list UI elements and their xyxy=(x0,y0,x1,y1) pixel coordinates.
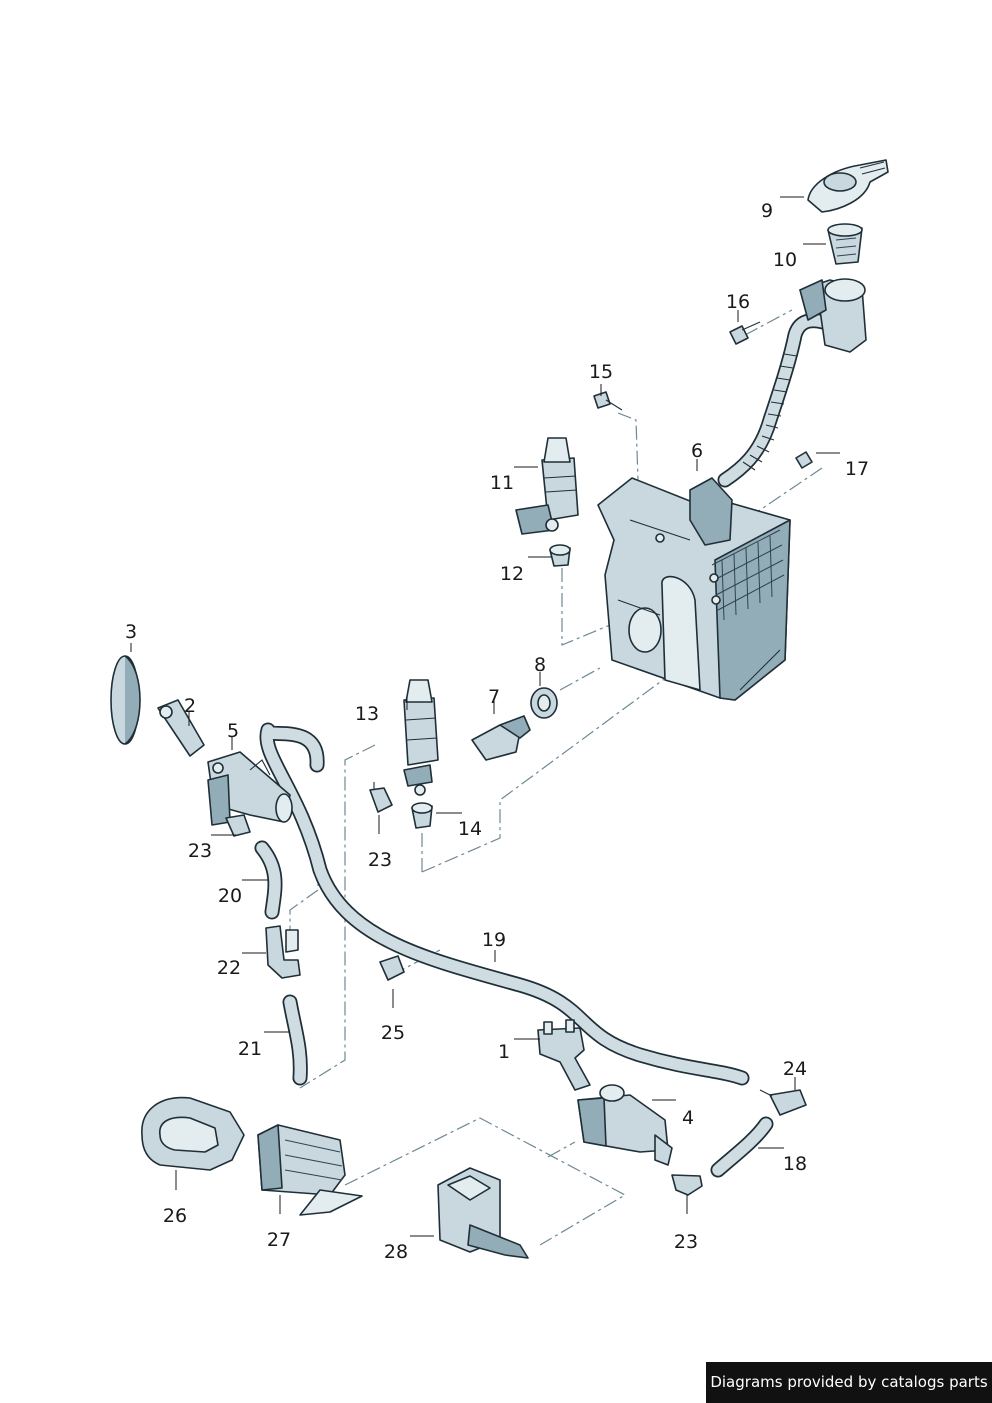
grommet-14 xyxy=(411,802,433,829)
bolt-15 xyxy=(593,391,623,411)
hose-20 xyxy=(254,840,283,920)
washer-pump-13 xyxy=(403,679,439,796)
label-28: 28 xyxy=(384,1241,408,1263)
clip-25 xyxy=(379,955,405,981)
label-26: 26 xyxy=(163,1205,187,1227)
cap-3 xyxy=(110,655,141,745)
label-2: 2 xyxy=(184,695,196,717)
t-piece-22 xyxy=(265,925,301,979)
washer-reservoir xyxy=(597,477,791,701)
label-13: 13 xyxy=(355,703,379,725)
label-16: 16 xyxy=(726,291,750,313)
label-7: 7 xyxy=(488,686,500,708)
control-unit-27 xyxy=(257,1124,363,1216)
level-sensor-7 xyxy=(471,715,531,761)
label-9: 9 xyxy=(761,200,773,222)
bracket-26 xyxy=(141,1096,245,1171)
part-labels: 9 10 16 15 6 17 11 12 3 8 7 2 13 5 14 23… xyxy=(125,200,869,1263)
bolt-16 xyxy=(729,321,761,345)
label-17: 17 xyxy=(845,458,869,480)
elbow-23-lower xyxy=(671,1174,703,1196)
label-4: 4 xyxy=(682,1107,694,1129)
nozzle-2 xyxy=(157,699,205,757)
label-12: 12 xyxy=(500,563,524,585)
leader-lines xyxy=(130,196,840,1237)
label-19: 19 xyxy=(482,929,506,951)
elbow-23-left xyxy=(225,814,251,837)
connector-24 xyxy=(759,1089,807,1116)
washer-jet-5 xyxy=(207,751,293,826)
label-6: 6 xyxy=(691,440,703,462)
label-22: 22 xyxy=(217,957,241,979)
grommet-12 xyxy=(549,544,571,567)
credit-banner: Diagrams provided by catalogs parts xyxy=(706,1362,992,1403)
label-27: 27 xyxy=(267,1229,291,1251)
hose-18 xyxy=(710,1116,774,1178)
hose-21 xyxy=(282,994,308,1086)
connector-1 xyxy=(537,1019,591,1091)
label-25: 25 xyxy=(381,1022,405,1044)
filler-neck xyxy=(717,278,867,488)
washer-pump-11 xyxy=(515,437,579,535)
label-8: 8 xyxy=(534,654,546,676)
label-1: 1 xyxy=(498,1041,510,1063)
label-11: 11 xyxy=(490,472,514,494)
valve-4 xyxy=(577,1084,673,1166)
control-unit-28 xyxy=(437,1167,529,1259)
filler-cap xyxy=(807,159,889,213)
label-23-lower: 23 xyxy=(674,1231,698,1253)
label-24: 24 xyxy=(783,1058,807,1080)
label-10: 10 xyxy=(773,249,797,271)
hose-19 xyxy=(259,722,750,1086)
clip-17 xyxy=(795,451,813,469)
label-23-left: 23 xyxy=(188,840,212,862)
seal-8 xyxy=(530,687,558,719)
label-14: 14 xyxy=(458,818,482,840)
label-5: 5 xyxy=(227,720,239,742)
elbow-23-upper xyxy=(369,782,393,813)
label-23-upper: 23 xyxy=(368,849,392,871)
label-15: 15 xyxy=(589,361,613,383)
label-20: 20 xyxy=(218,885,242,907)
label-3: 3 xyxy=(125,621,137,643)
strainer xyxy=(827,223,863,265)
label-18: 18 xyxy=(783,1153,807,1175)
label-21: 21 xyxy=(238,1038,262,1060)
